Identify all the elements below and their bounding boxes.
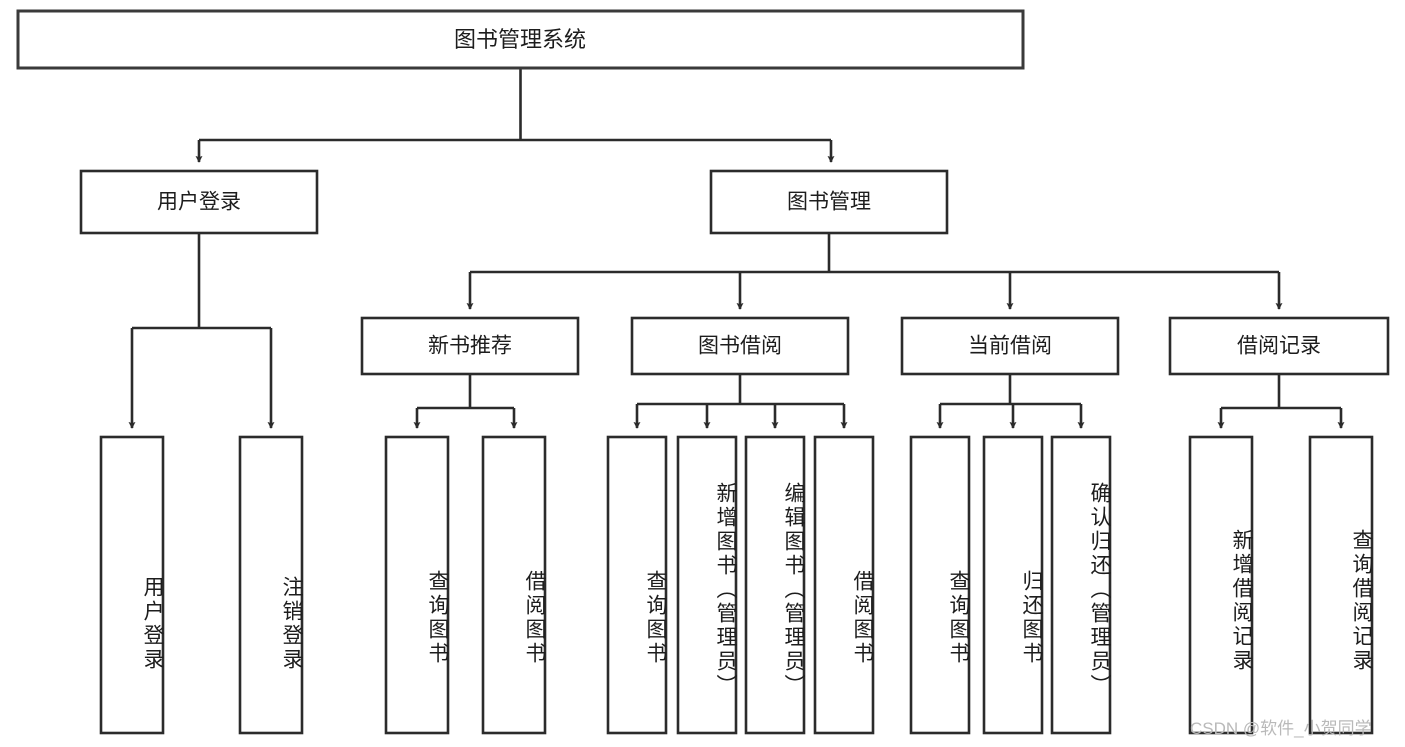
leaf-box-layer — [99, 435, 1374, 735]
node-leaf-query-book-3-box[interactable] — [909, 435, 971, 735]
node-new-book-recommend[interactable]: 新书推荐 — [360, 316, 580, 376]
node-leaf-edit-book-admin-box[interactable] — [744, 435, 806, 735]
edge-bb-trunk — [637, 374, 844, 406]
node-borrow-record-box[interactable] — [1168, 316, 1390, 376]
node-leaf-return-book-box[interactable] — [982, 435, 1044, 735]
edge-br-trunk — [1221, 374, 1341, 410]
node-leaf-add-record-box[interactable] — [1188, 435, 1254, 735]
node-user-login-label: 用户登录 — [157, 191, 241, 214]
node-root-box[interactable] — [16, 9, 1025, 70]
node-new-book-recommend-label: 新书推荐 — [428, 335, 512, 358]
edge-user-login-trunk — [132, 233, 271, 330]
connector-layer — [128, 68, 1345, 429]
node-book-management-label: 图书管理 — [787, 191, 871, 214]
node-root[interactable]: 图书管理系统 — [16, 9, 1025, 70]
node-root-label: 图书管理系统 — [454, 27, 586, 52]
node-current-borrow[interactable]: 当前借阅 — [900, 316, 1120, 376]
node-current-borrow-label: 当前借阅 — [968, 335, 1052, 358]
node-leaf-user-login-box[interactable] — [99, 435, 165, 735]
node-leaf-borrow-book-1-box[interactable] — [481, 435, 547, 735]
node-leaf-query-book-2-box[interactable] — [606, 435, 668, 735]
node-borrow-record-label: 借阅记录 — [1237, 335, 1321, 358]
node-leaf-logout-box[interactable] — [238, 435, 304, 735]
node-book-management[interactable]: 图书管理 — [709, 169, 949, 235]
node-book-management-box[interactable] — [709, 169, 949, 235]
csdn-watermark: CSDN @软件_小贺同学 — [1190, 719, 1372, 738]
node-book-borrow-box[interactable] — [630, 316, 850, 376]
edge-root-trunk — [199, 68, 831, 142]
node-leaf-add-book-admin-box[interactable] — [676, 435, 738, 735]
node-user-login-box[interactable] — [79, 169, 319, 235]
node-current-borrow-box[interactable] — [900, 316, 1120, 376]
node-book-borrow[interactable]: 图书借阅 — [630, 316, 850, 376]
edge-nbr-trunk — [417, 374, 514, 410]
edge-book-management-trunk — [470, 233, 1279, 274]
node-user-login[interactable]: 用户登录 — [79, 169, 319, 235]
node-borrow-record[interactable]: 借阅记录 — [1168, 316, 1390, 376]
node-leaf-borrow-book-2-box[interactable] — [813, 435, 875, 735]
node-leaf-query-book-1-box[interactable] — [384, 435, 450, 735]
node-new-book-recommend-box[interactable] — [360, 316, 580, 376]
edge-cb-trunk — [940, 374, 1081, 406]
node-leaf-confirm-return-admin-box[interactable] — [1050, 435, 1112, 735]
node-book-borrow-label: 图书借阅 — [698, 335, 782, 358]
node-leaf-query-record-box[interactable] — [1308, 435, 1374, 735]
